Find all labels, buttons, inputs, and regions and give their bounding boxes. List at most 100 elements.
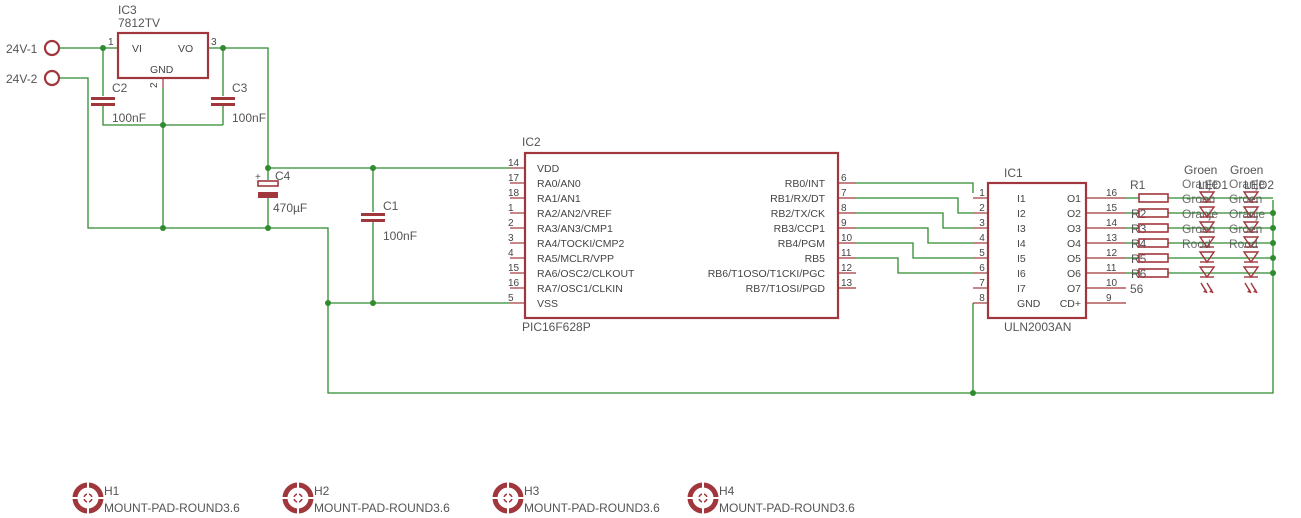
- pin-number: 11: [1106, 263, 1117, 274]
- mcu-right-pins: 6RB0/INT7RB1/RX/DT8RB2/TX/CK9RB3/CCP110R…: [708, 173, 856, 295]
- pin-name: I7: [1017, 283, 1026, 295]
- led-row-label: Groen: [1229, 222, 1262, 236]
- mounting-hole-h4[interactable]: H4 MOUNT-PAD-ROUND3.6: [687, 482, 855, 515]
- pin-name: CD+: [1060, 298, 1081, 310]
- pin-name-vi: VI: [132, 43, 142, 55]
- led-icon: [1198, 266, 1216, 279]
- regulator-value: 7812TV: [118, 16, 160, 30]
- junction-dot: [325, 300, 331, 306]
- pin-name: O4: [1067, 238, 1081, 250]
- led-row-label: Rood: [1182, 237, 1211, 251]
- pin-name: RB0/INT: [785, 178, 826, 190]
- mount-pad-icon: [72, 482, 104, 514]
- light-arrow-head: [1247, 289, 1251, 293]
- light-arrow-head: [1209, 289, 1213, 293]
- hole-value: MOUNT-PAD-ROUND3.6: [104, 501, 240, 515]
- connector-24v-1[interactable]: 24V-1: [6, 39, 61, 57]
- hole-ref: H3: [524, 484, 540, 498]
- pin-number: 5: [508, 293, 514, 304]
- pin-number: 16: [1106, 188, 1118, 199]
- resistor-body: [1138, 223, 1169, 233]
- capacitor-value: 470µF: [273, 201, 307, 215]
- pin-name: VDD: [537, 163, 560, 175]
- pin-number: 15: [508, 263, 520, 274]
- pin-number: 6: [979, 263, 985, 274]
- capacitor-c2[interactable]: C2 100nF: [91, 81, 146, 125]
- pin-name: O2: [1067, 208, 1081, 220]
- pin-number: 1: [979, 188, 985, 199]
- led-icon: [1198, 236, 1216, 249]
- pin-name: RB1/RX/DT: [770, 193, 825, 205]
- mounting-hole-h3[interactable]: H3 MOUNT-PAD-ROUND3.6: [492, 482, 660, 515]
- capacitor-ref: C3: [232, 81, 248, 95]
- pin-name: RB7/T1OSI/PGD: [746, 283, 826, 295]
- led-icon: [1242, 221, 1260, 234]
- pin-number: 2: [508, 218, 514, 229]
- led-icon: [1242, 236, 1260, 249]
- resistor-body: [1138, 208, 1169, 218]
- resistor-ref-r1: R1: [1130, 178, 1146, 192]
- connector-24v-2[interactable]: 24V-2: [6, 69, 61, 87]
- capacitor-c4[interactable]: + C4 470µF: [255, 169, 307, 215]
- driver-ref: IC1: [1004, 166, 1023, 180]
- led-col1-ref: LED1: [1198, 178, 1228, 192]
- capacitor-value: 100nF: [112, 111, 146, 125]
- led-row-label: Oranje: [1182, 207, 1218, 221]
- pin-name: VSS: [537, 298, 558, 310]
- led-icon: [1242, 251, 1260, 264]
- pin-number: 9: [841, 218, 847, 229]
- pin-number: 4: [979, 233, 985, 244]
- pin-name: I3: [1017, 223, 1026, 235]
- pin-number: 17: [508, 173, 520, 184]
- junction-dot: [1270, 210, 1276, 216]
- pin-name: RA3/AN3/CMP1: [537, 223, 613, 235]
- led-col2-title: Groen: [1230, 163, 1263, 177]
- pin-number: 7: [841, 188, 847, 199]
- pin-name: RB5: [805, 253, 826, 265]
- regulator-ic3[interactable]: IC3 7812TV VI VO GND 1 3 2: [108, 3, 217, 88]
- capacitor-c3[interactable]: C3 100nF: [211, 81, 266, 125]
- light-arrow-head: [1253, 289, 1257, 293]
- resistor-body: [1138, 238, 1169, 248]
- led-column-1: [1198, 191, 1216, 294]
- mounting-hole-h1[interactable]: H1 MOUNT-PAD-ROUND3.6: [72, 482, 240, 515]
- connector-label: 24V-2: [6, 72, 38, 86]
- resistor-body: [1138, 193, 1169, 203]
- hole-value: MOUNT-PAD-ROUND3.6: [524, 501, 660, 515]
- connector-label: 24V-1: [6, 42, 38, 56]
- led-icon: [1242, 206, 1260, 219]
- led-row-label: Groen: [1229, 192, 1262, 206]
- junction-dot: [370, 165, 376, 171]
- pin-name: I4: [1017, 238, 1026, 250]
- capacitor-ref: C1: [383, 199, 399, 213]
- led-row-label: Groen: [1182, 222, 1215, 236]
- pin-name: RA5/MCLR/VPP: [537, 253, 614, 265]
- junction-dot: [1270, 255, 1276, 261]
- pin-num: 2: [149, 82, 160, 88]
- pin-number: 13: [1106, 233, 1118, 244]
- pin-name: O3: [1067, 223, 1081, 235]
- mounting-hole-h2[interactable]: H2 MOUNT-PAD-ROUND3.6: [282, 482, 450, 515]
- pin-name: I1: [1017, 193, 1026, 205]
- led-icon: [1198, 221, 1216, 234]
- polarity-plus-icon: +: [255, 172, 261, 183]
- pin-number: 8: [841, 203, 847, 214]
- capacitor-c1[interactable]: C1 100nF: [361, 199, 417, 243]
- hole-value: MOUNT-PAD-ROUND3.6: [719, 501, 855, 515]
- pin-number: 14: [508, 158, 520, 169]
- pin-name: GND: [1017, 298, 1041, 310]
- pin-name: RA4/TOCKI/CMP2: [537, 238, 624, 250]
- led-icon: [1242, 266, 1260, 279]
- light-arrow-head: [1203, 289, 1207, 293]
- mcu-ref: IC2: [522, 135, 541, 149]
- pin-name: RB2/TX/CK: [771, 208, 825, 220]
- mount-pad-icon: [687, 482, 719, 514]
- pin-name: I2: [1017, 208, 1026, 220]
- mount-pad-icon: [492, 482, 524, 514]
- led-row-label: Oranje: [1229, 177, 1265, 191]
